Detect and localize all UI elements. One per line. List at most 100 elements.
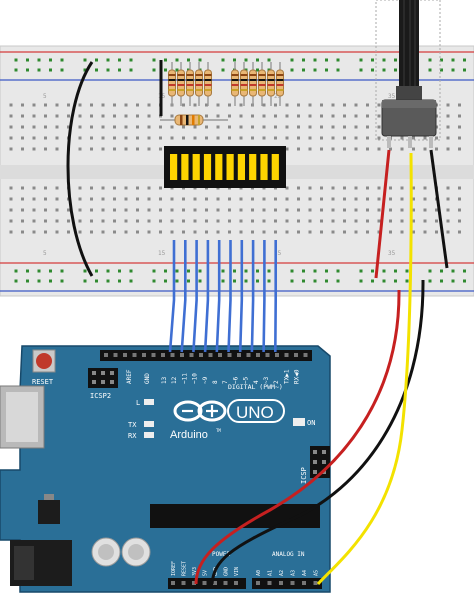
pot-pin [429,136,433,148]
header-pin [227,353,232,357]
rail-hole [26,58,29,62]
brand-label: Arduino [170,429,208,441]
breadboard-hole [21,103,24,107]
wire-black-pot [429,149,449,269]
header-pin [279,581,283,585]
breadboard-hole [90,186,93,190]
rail-hole [106,58,110,62]
led-segment [170,154,178,180]
resistor-band [204,79,212,81]
row-number: 5 [43,250,47,257]
breadboard-hole [32,136,36,140]
breadboard-hole [262,103,266,107]
breadboard-hole [331,197,335,201]
reset-button-cap[interactable] [36,353,52,369]
breadboard-hole [90,219,93,223]
breadboard-hole [331,208,335,212]
breadboard-hole [44,103,47,107]
breadboard-hole [9,208,13,212]
breadboard-hole [159,197,162,201]
breadboard-hole [67,114,70,118]
wire-blue [262,240,266,353]
rail-hole [95,68,98,72]
breadboard-hole [274,103,277,107]
rail-hole [394,58,397,62]
breadboard-hole [400,147,404,151]
rail-hole [382,68,386,72]
digital-pin-label: 8 [212,380,219,384]
breadboard-hole [21,230,24,234]
rail-hole [129,279,133,283]
breadboard-hole [159,230,162,234]
breadboard-hole [101,208,105,212]
uno-label: UNO [236,403,274,422]
breadboard-hole [366,125,369,129]
breadboard-hole [193,230,197,234]
resistor [186,62,194,106]
rail-hole [256,279,259,283]
breadboard-hole [205,219,208,223]
breadboard-hole [423,208,427,212]
resistor-band [168,79,176,81]
breadboard-hole [205,136,208,140]
breadboard-hole [55,136,59,140]
rail-hole [463,269,466,273]
rail-hole [302,279,305,283]
header-pin [223,581,228,585]
resistor-body [168,69,176,97]
resistor-band [177,79,185,81]
breadboard-hole [205,208,208,212]
rail-hole [451,269,455,273]
breadboard-hole [205,103,208,107]
breadboard-hole [9,114,13,118]
breadboard-hole [331,230,335,234]
breadboard-hole [435,208,438,212]
rail-hole [428,58,432,62]
rail-hole [83,68,87,72]
resistor [276,62,284,106]
breadboard-hole [343,136,346,140]
breadboard-hole [274,114,277,118]
breadboard-hole [331,147,335,151]
breadboard-hole [262,197,266,201]
rail-hole [256,58,259,62]
breadboard-hole [412,208,415,212]
rail-hole [152,279,156,283]
breadboard-hole [44,147,47,151]
breadboard-hole [90,208,93,212]
resistor [258,62,266,106]
breadboard-hole [21,136,24,140]
breadboard-hole [90,114,93,118]
resistor-band [177,74,185,76]
header-pin [170,353,175,357]
breadboard-hole [446,103,450,107]
breadboard-hole [216,136,220,140]
breadboard-hole [170,125,174,129]
breadboard-hole [21,219,24,223]
rail-hole [405,279,409,283]
resistor-band [276,89,284,91]
breadboard-hole [412,136,415,140]
pot-shaft [399,0,419,92]
rail-hole [233,58,236,62]
breadboard-hole [136,103,139,107]
resistor-band [267,79,275,81]
rail-hole [164,269,167,273]
resistor-band [249,89,257,91]
breadboard-hole [251,219,254,223]
analog-pin-label: A0 [256,570,262,576]
breadboard-hole [193,136,197,140]
breadboard-hole [113,136,116,140]
breadboard-hole [274,219,277,223]
rail-hole [244,279,248,283]
led-bar-graph [164,146,286,188]
tx-label: TX [128,421,137,429]
rail-hole [60,58,64,62]
breadboard-hole [366,136,369,140]
breadboard-hole [113,147,116,151]
breadboard-hole [458,147,461,151]
breadboard-hole [308,114,312,118]
rail-hole [118,58,121,62]
resistor-horizontal [160,114,228,126]
